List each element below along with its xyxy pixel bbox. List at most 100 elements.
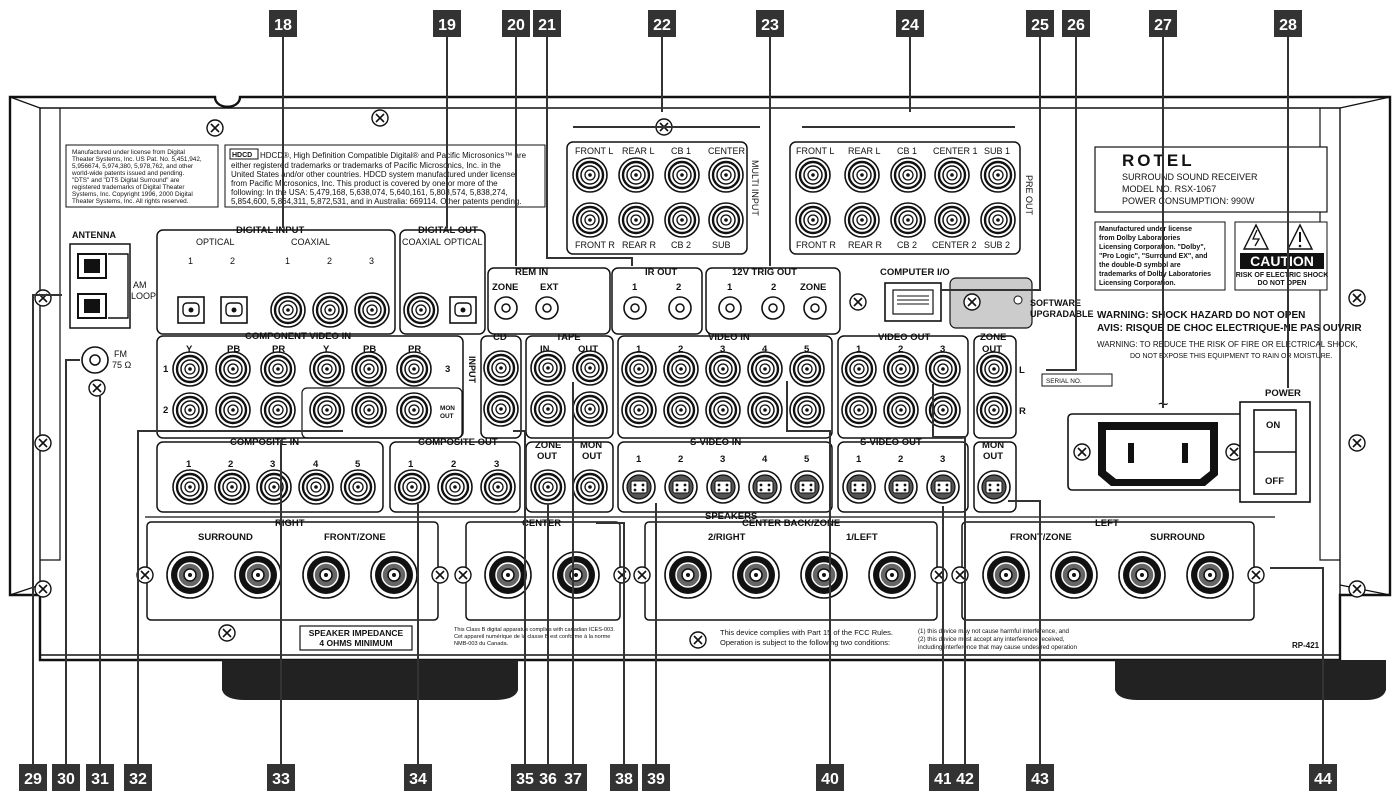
multi-cb2-jack[interactable] [663,201,701,239]
fm-antenna-jack[interactable] [81,346,109,374]
right-front-minus-terminal[interactable] [302,551,350,599]
pre-front-l-jack[interactable] [794,156,832,194]
left-front-plus-terminal[interactable] [982,551,1030,599]
left-surround-plus-terminal[interactable] [1186,551,1234,599]
composite-out-1[interactable] [393,468,431,506]
coaxial-input-2[interactable] [311,291,349,329]
pre-rear-r-jack[interactable] [843,201,881,239]
coaxial-input-3[interactable] [353,291,391,329]
zone-out-r-jack[interactable] [975,391,1013,429]
svideo-out-2[interactable] [884,470,918,504]
right-front-plus-terminal[interactable] [370,551,418,599]
cb-left-plus-terminal[interactable] [868,551,916,599]
svideo-out-1[interactable] [842,470,876,504]
composite-in-4[interactable] [297,468,335,506]
svideo-mon-out[interactable] [977,470,1011,504]
tape-out-r-jack[interactable] [571,390,609,428]
tape-in-l-jack[interactable] [529,349,567,387]
svideo-out-3[interactable] [926,470,960,504]
component-2-y[interactable] [171,391,209,429]
video-in-5-r[interactable] [788,391,826,429]
multi-rear-r-jack[interactable] [617,201,655,239]
composite-zone-out-jack[interactable] [529,468,567,506]
svideo-in-1[interactable] [622,470,656,504]
svideo-in-5[interactable] [790,470,824,504]
multi-front-l-jack[interactable] [571,156,609,194]
digital-out-coaxial[interactable] [402,291,440,329]
pre-sub1-jack[interactable] [979,156,1017,194]
video-in-3-l[interactable] [704,350,742,388]
video-out-3-r[interactable] [924,391,962,429]
right-surround-plus-terminal[interactable] [166,551,214,599]
video-in-1-r[interactable] [620,391,658,429]
svideo-in-4[interactable] [748,470,782,504]
component-3-pr[interactable] [395,350,433,388]
svideo-in-2[interactable] [664,470,698,504]
right-surround-minus-terminal[interactable] [234,551,282,599]
cd-r-jack[interactable] [482,390,520,428]
video-out-3-l[interactable] [924,350,962,388]
ir-out-2-jack[interactable] [668,296,692,320]
left-surround-minus-terminal[interactable] [1118,551,1166,599]
multi-sub-jack[interactable] [707,201,745,239]
composite-out-3[interactable] [479,468,517,506]
video-out-1-r[interactable] [840,391,878,429]
pre-center1-jack[interactable] [933,156,971,194]
component-3-pb[interactable] [350,350,388,388]
video-in-1-l[interactable] [620,350,658,388]
video-in-2-r[interactable] [662,391,700,429]
component-3-y[interactable] [308,350,346,388]
zone-out-l-jack[interactable] [975,350,1013,388]
coaxial-input-1[interactable] [269,291,307,329]
video-out-2-r[interactable] [882,391,920,429]
rem-in-zone-jack[interactable] [494,296,518,320]
cb-right-minus-terminal[interactable] [732,551,780,599]
composite-in-2[interactable] [213,468,251,506]
video-in-4-l[interactable] [746,350,784,388]
tape-out-l-jack[interactable] [571,349,609,387]
ir-out-1-jack[interactable] [623,296,647,320]
composite-in-1[interactable] [171,468,209,506]
pre-front-r-jack[interactable] [794,201,832,239]
multi-center-jack[interactable] [707,156,745,194]
component-mon-pb[interactable] [350,391,388,429]
multi-cb1-jack[interactable] [663,156,701,194]
component-mon-pr[interactable] [395,391,433,429]
video-out-1-l[interactable] [840,350,878,388]
trig-1-jack[interactable] [718,296,742,320]
pre-cb2-jack[interactable] [889,201,927,239]
component-1-pr[interactable] [259,350,297,388]
video-in-5-l[interactable] [788,350,826,388]
pre-sub2-jack[interactable] [979,201,1017,239]
optical-input-2[interactable] [220,296,248,324]
trig-2-jack[interactable] [761,296,785,320]
video-out-2-l[interactable] [882,350,920,388]
composite-out-2[interactable] [436,468,474,506]
composite-mon-out-jack[interactable] [571,468,609,506]
component-1-pb[interactable] [214,350,252,388]
left-front-minus-terminal[interactable] [1050,551,1098,599]
center-minus-terminal[interactable] [552,551,600,599]
component-2-pr[interactable] [259,391,297,429]
component-1-y[interactable] [171,350,209,388]
optical-input-1[interactable] [177,296,205,324]
component-mon-y[interactable] [308,391,346,429]
cb-left-minus-terminal[interactable] [800,551,848,599]
cd-l-jack[interactable] [482,349,520,387]
rem-in-ext-jack[interactable] [535,296,559,320]
multi-front-r-jack[interactable] [571,201,609,239]
tape-in-r-jack[interactable] [529,390,567,428]
cb-right-plus-terminal[interactable] [664,551,712,599]
composite-in-5[interactable] [339,468,377,506]
video-in-3-r[interactable] [704,391,742,429]
composite-in-3[interactable] [255,468,293,506]
video-in-4-r[interactable] [746,391,784,429]
component-2-pb[interactable] [214,391,252,429]
trig-zone-jack[interactable] [803,296,827,320]
svideo-in-3[interactable] [706,470,740,504]
video-in-2-l[interactable] [662,350,700,388]
multi-rear-l-jack[interactable] [617,156,655,194]
digital-out-optical[interactable] [449,296,477,324]
pre-center2-jack[interactable] [933,201,971,239]
pre-cb1-jack[interactable] [889,156,927,194]
